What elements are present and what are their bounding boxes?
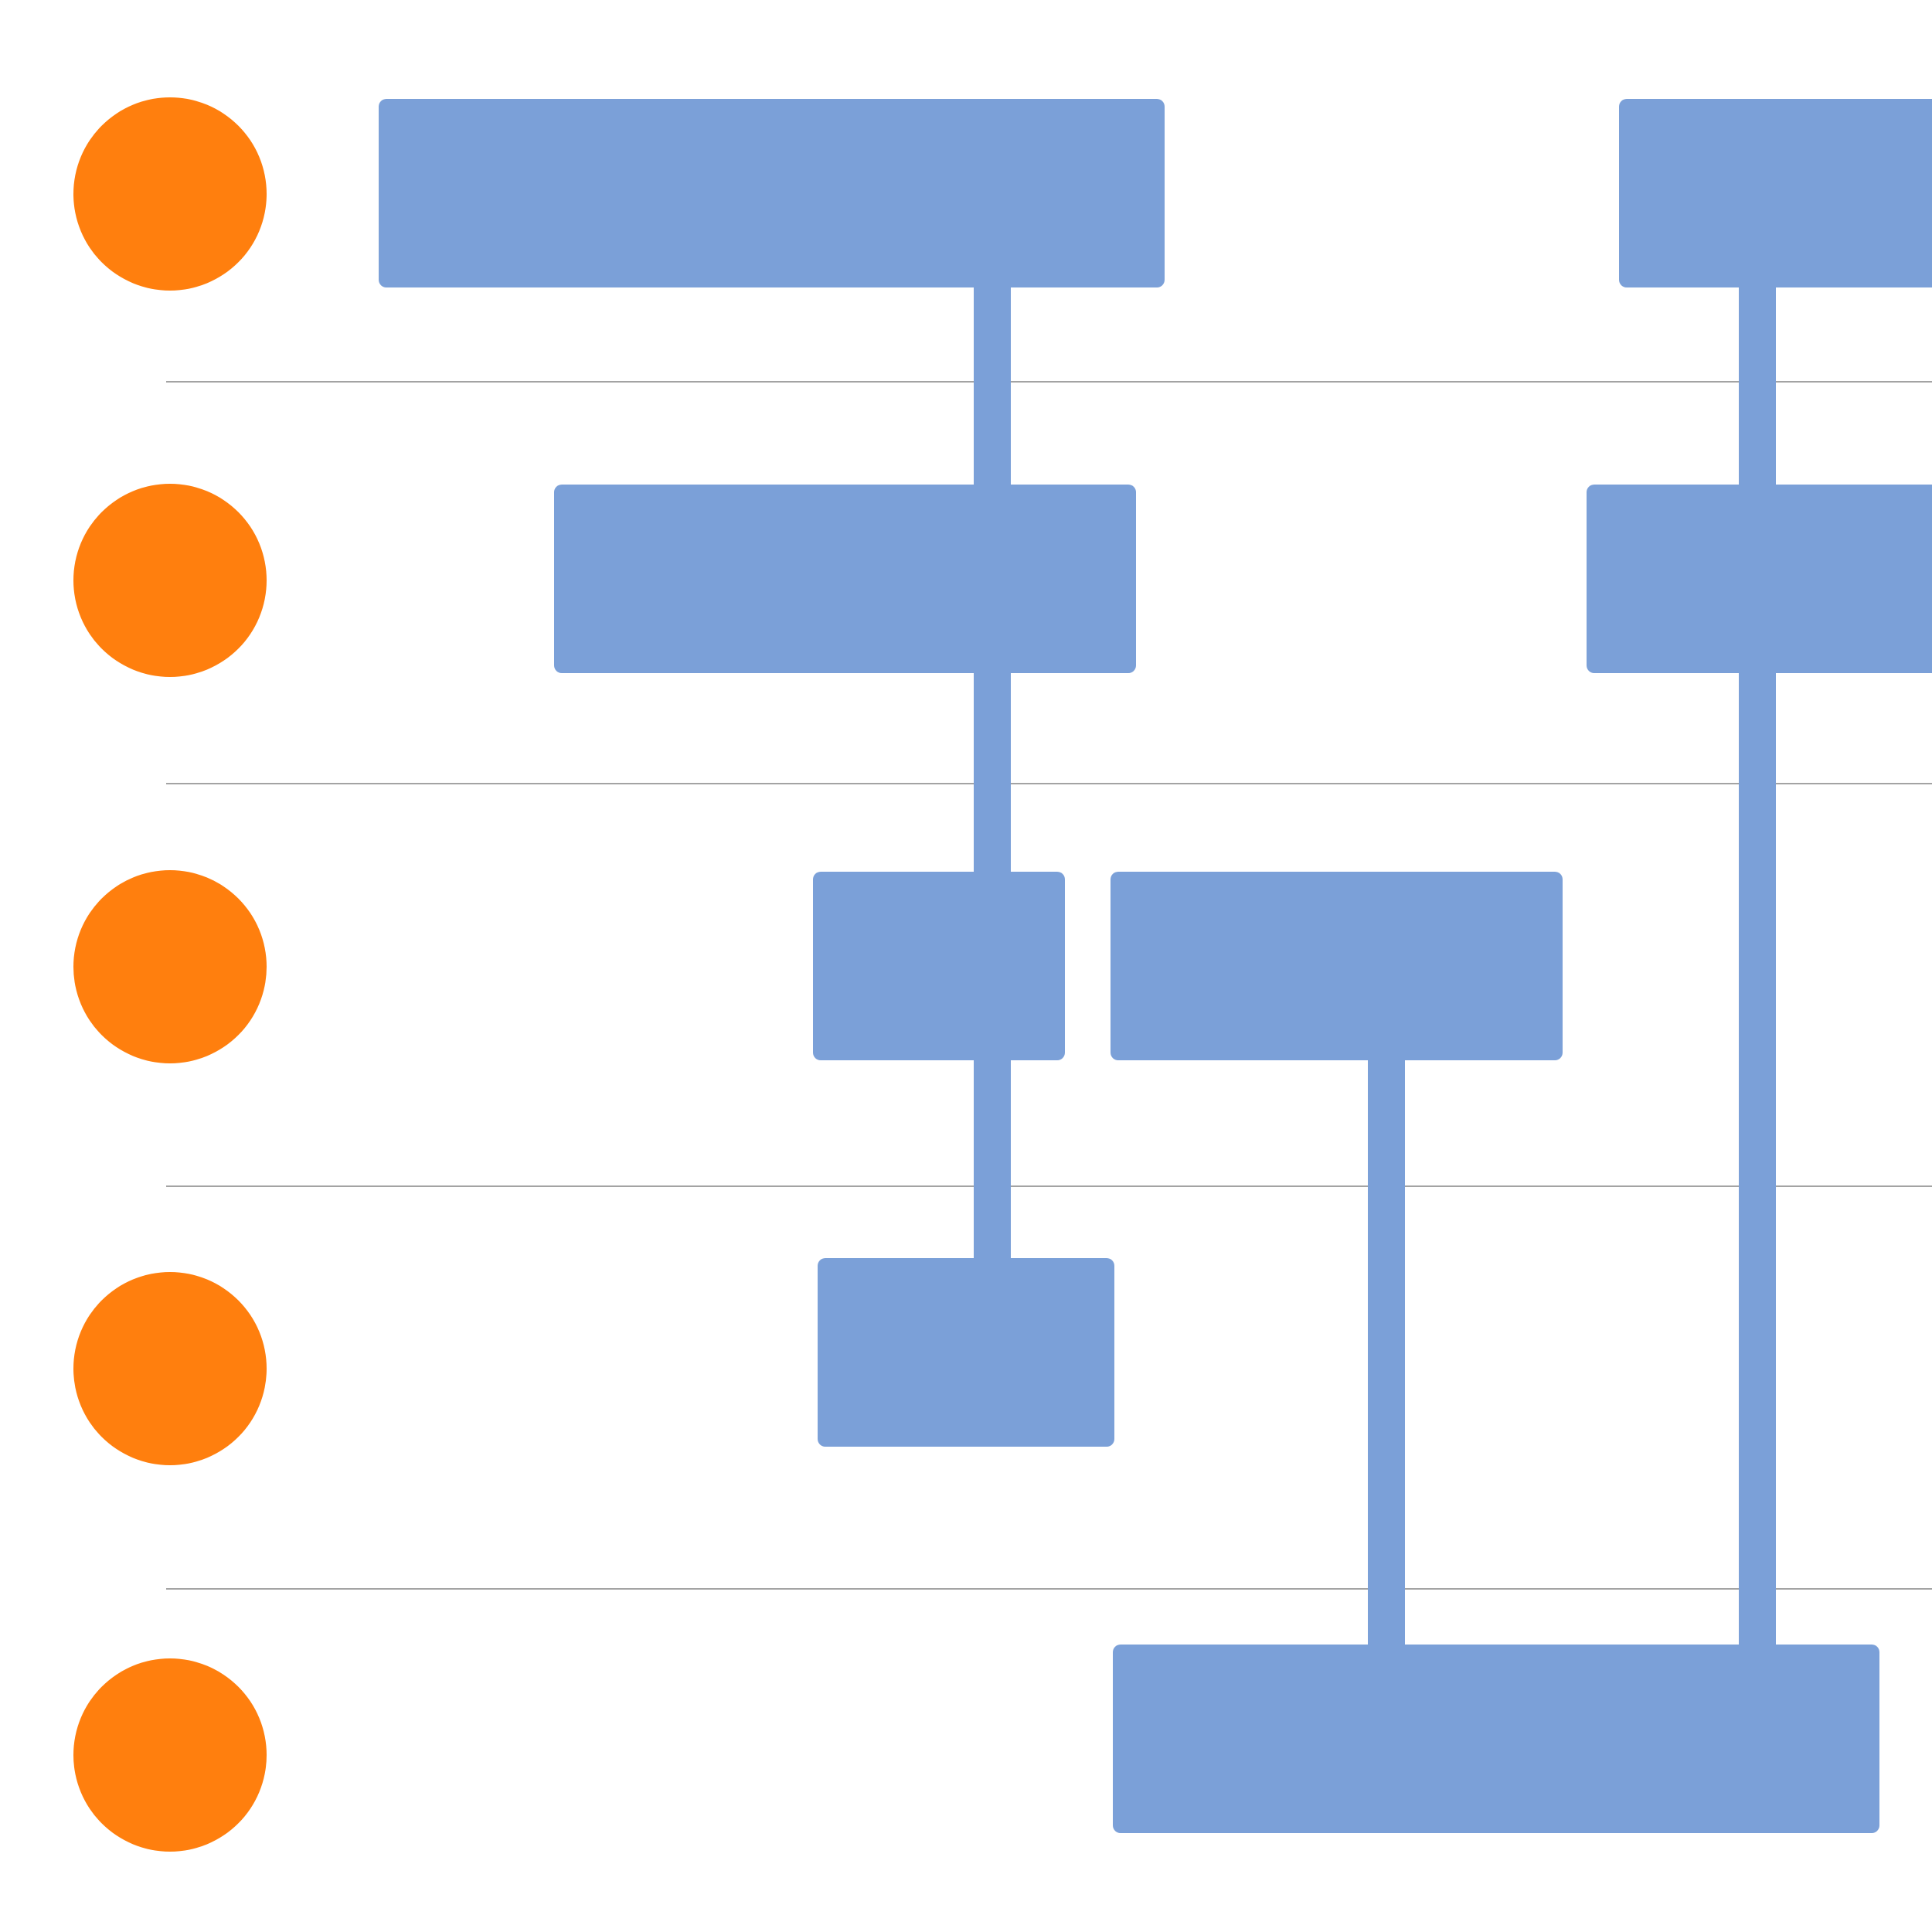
task-bar[interactable] xyxy=(554,485,1136,673)
task-bar[interactable] xyxy=(813,872,1065,1060)
task-bar[interactable] xyxy=(1111,872,1563,1060)
dependency-link-bar-r1-b-bar-r5-a xyxy=(1739,232,1776,1679)
task-bar[interactable] xyxy=(1587,485,1932,673)
row-marker-circle[interactable] xyxy=(73,484,267,677)
task-bar[interactable] xyxy=(1619,99,1932,287)
row-marker-circle[interactable] xyxy=(73,1658,267,1852)
task-bar[interactable] xyxy=(1113,1645,1879,1833)
gridline-row-separator xyxy=(166,381,1932,383)
task-bar[interactable] xyxy=(818,1258,1114,1447)
row-marker-circle[interactable] xyxy=(73,1272,267,1465)
gridline-row-separator xyxy=(166,1588,1932,1590)
dependency-link-bar-r3-b-bar-r5-a xyxy=(1368,1005,1405,1679)
row-marker-circle[interactable] xyxy=(73,870,267,1063)
gridline-row-separator xyxy=(166,1185,1932,1187)
dependency-link-bar-r3-a-bar-r4-a xyxy=(974,1060,1011,1292)
task-bar[interactable] xyxy=(379,99,1165,287)
gridline-row-separator xyxy=(166,783,1932,784)
row-marker-circle[interactable] xyxy=(73,97,267,291)
